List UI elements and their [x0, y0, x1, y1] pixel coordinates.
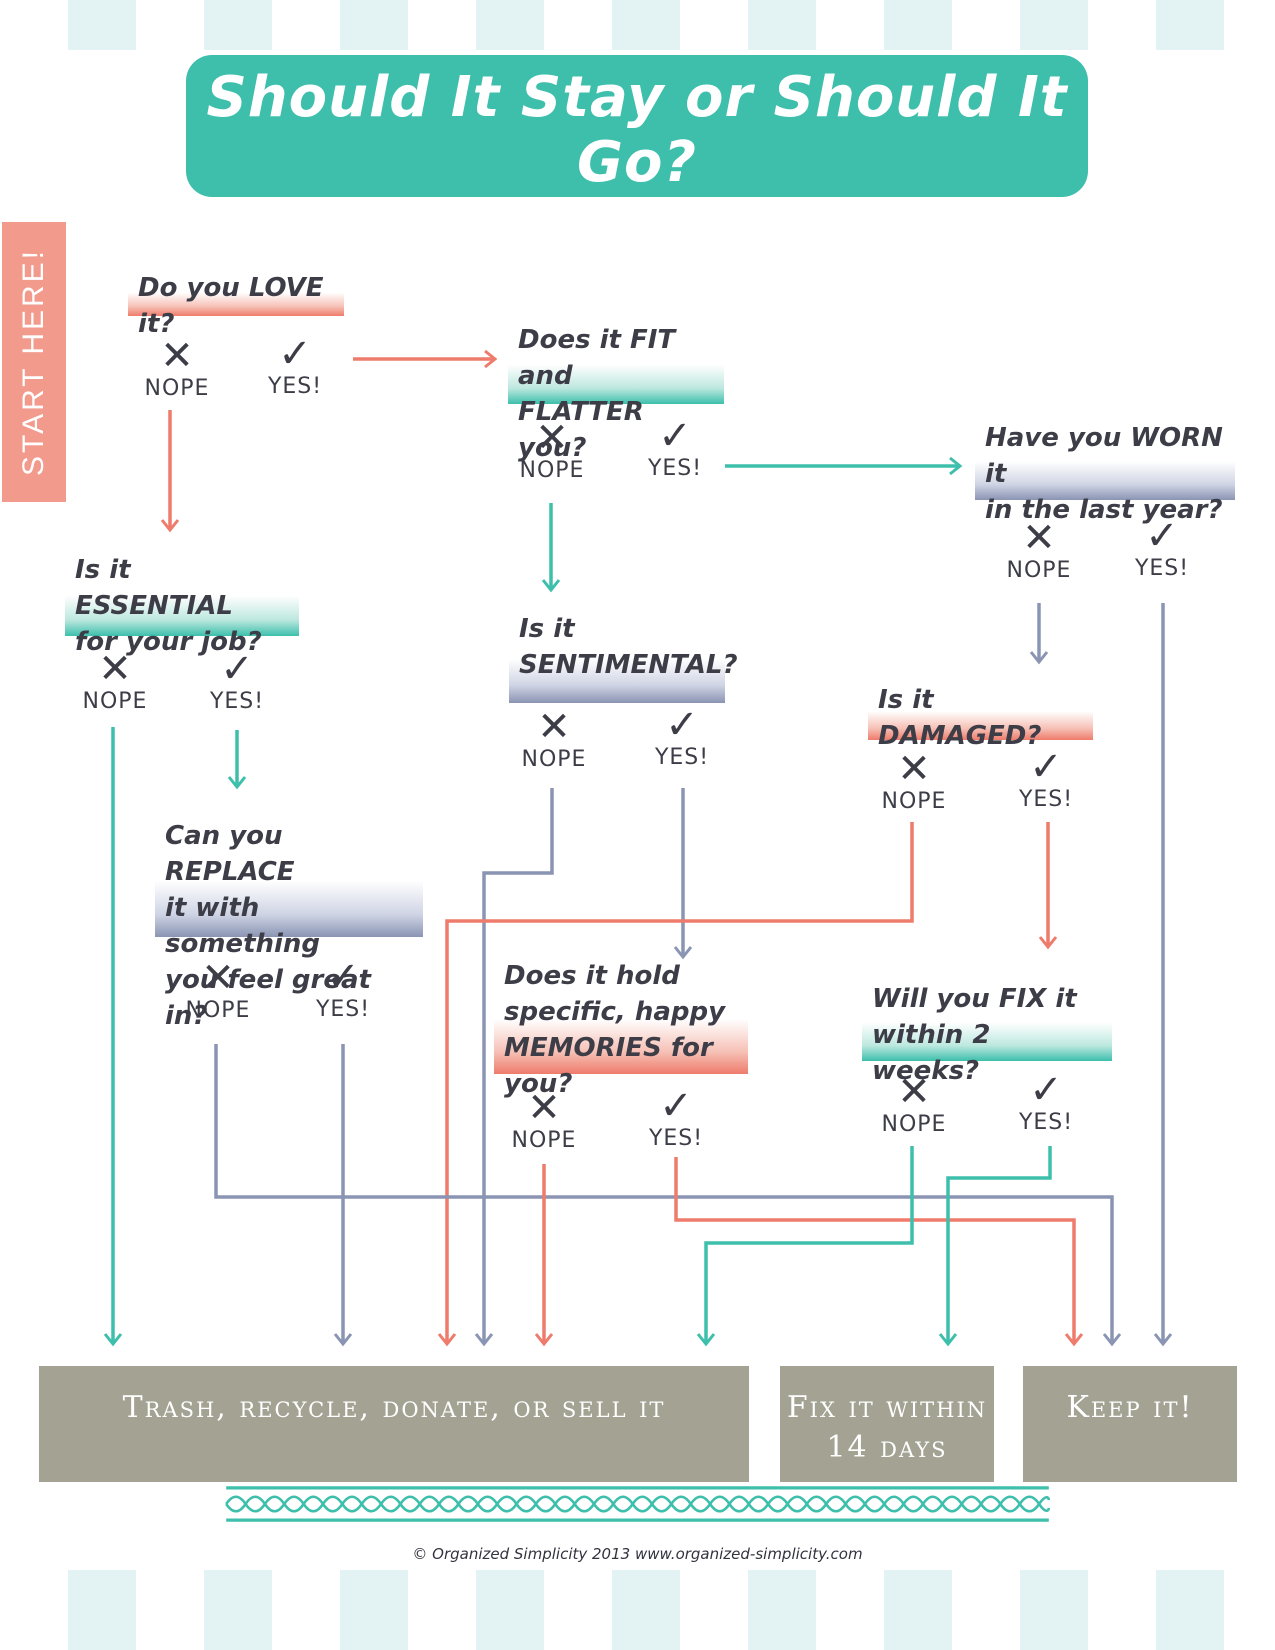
yes-label: YES!	[209, 689, 265, 714]
question-fit: Does it FIT and FLATTER you?	[508, 316, 724, 463]
yes-label: YES!	[654, 745, 710, 770]
nope-label: NOPE	[519, 458, 585, 483]
essential-yes: ✓ YES!	[192, 649, 282, 715]
check-icon: ✓	[1145, 513, 1179, 559]
x-icon: ✕	[201, 955, 235, 1001]
memories-yes: ✓ YES!	[631, 1086, 721, 1152]
essential-nope: ✕ NOPE	[70, 649, 160, 715]
arrow-memories-yes	[674, 1157, 1084, 1347]
check-icon: ✓	[665, 702, 699, 748]
x-icon: ✕	[897, 1069, 931, 1115]
yes-label: YES!	[647, 456, 703, 481]
arrow-replace-no	[214, 1044, 1122, 1347]
love-yes: ✓ YES!	[250, 334, 340, 400]
x-icon: ✕	[527, 1085, 561, 1131]
question-replace: Can you REPLACE it with something you fe…	[155, 812, 423, 1031]
outcome-keep: Keep it!	[1023, 1366, 1237, 1482]
fit-yes: ✓ YES!	[630, 416, 720, 482]
nope-label: NOPE	[144, 376, 210, 401]
question-sentimental: Is it SENTIMENTAL?	[509, 605, 738, 703]
fix-nope: ✕ NOPE	[869, 1072, 959, 1138]
sentimental-nope: ✕ NOPE	[509, 707, 599, 773]
arrow-damaged-no	[437, 822, 914, 1347]
sentimental-yes: ✓ YES!	[637, 705, 727, 771]
question-essential: Is it ESSENTIAL for your job?	[65, 546, 299, 657]
arrow-fix-yes	[938, 1146, 1052, 1347]
x-icon: ✕	[537, 704, 571, 750]
worn-nope: ✕ NOPE	[994, 518, 1084, 584]
x-icon: ✕	[535, 415, 569, 461]
arrow-sentimental-no	[474, 788, 554, 1347]
nope-label: NOPE	[881, 789, 947, 814]
replace-nope: ✕ NOPE	[173, 958, 263, 1024]
page-subtitle: HOW TO EVALUATE YOUR CLOTHES	[302, 197, 972, 236]
nope-label: NOPE	[521, 747, 587, 772]
love-nope: ✕ NOPE	[132, 336, 222, 402]
fit-nope: ✕ NOPE	[507, 418, 597, 484]
check-icon: ✓	[659, 1083, 693, 1129]
damaged-yes: ✓ YES!	[1001, 747, 1091, 813]
check-icon: ✓	[658, 413, 692, 459]
yes-label: YES!	[1018, 787, 1074, 812]
damaged-nope: ✕ NOPE	[869, 749, 959, 815]
x-icon: ✕	[897, 746, 931, 792]
yes-label: YES!	[267, 374, 323, 399]
bottom-rope-band	[225, 1484, 1051, 1524]
x-icon: ✕	[98, 646, 132, 692]
nope-label: NOPE	[511, 1128, 577, 1153]
question-memories: Does it hold specific, happy MEMORIES fo…	[494, 952, 748, 1099]
x-icon: ✕	[1022, 515, 1056, 561]
yes-label: YES!	[315, 997, 371, 1022]
check-icon: ✓	[1029, 1067, 1063, 1113]
worn-yes: ✓ YES!	[1117, 516, 1207, 582]
fix-yes: ✓ YES!	[1001, 1070, 1091, 1136]
page-sheet	[0, 0, 1275, 1570]
check-icon: ✓	[1029, 744, 1063, 790]
nope-label: NOPE	[82, 689, 148, 714]
title-banner: Should It Stay or Should It Go? HOW TO E…	[186, 55, 1088, 236]
replace-yes: ✓ YES!	[298, 957, 388, 1023]
nope-label: NOPE	[881, 1112, 947, 1137]
yes-label: YES!	[1018, 1110, 1074, 1135]
start-here-tab	[2, 222, 66, 502]
question-damaged: Is it DAMAGED?	[868, 676, 1093, 751]
top-stripe	[0, 0, 1275, 50]
yes-label: YES!	[1134, 556, 1190, 581]
check-icon: ✓	[220, 646, 254, 692]
x-icon: ✕	[160, 333, 194, 379]
footer-credit: © Organized Simplicity 2013 www.organize…	[412, 1545, 863, 1563]
page-title: Should It Stay or Should It Go?	[206, 65, 1068, 195]
yes-label: YES!	[648, 1126, 704, 1151]
arrow-fix-no	[696, 1146, 914, 1347]
outcome-fix: Fix it within 14 days	[780, 1366, 994, 1482]
flow-connectors	[103, 349, 1173, 1347]
question-fix: Will you FIX it within 2 weeks?	[862, 975, 1112, 1086]
outcome-trash: Trash, recycle, donate, or sell it	[39, 1366, 749, 1482]
memories-nope: ✕ NOPE	[499, 1088, 589, 1154]
question-love: Do you LOVE it?	[128, 264, 344, 339]
question-worn: Have you WORN it in the last year?	[975, 414, 1235, 525]
check-icon: ✓	[278, 331, 312, 377]
nope-label: NOPE	[1006, 558, 1072, 583]
check-icon: ✓	[326, 954, 360, 1000]
nope-label: NOPE	[185, 998, 251, 1023]
